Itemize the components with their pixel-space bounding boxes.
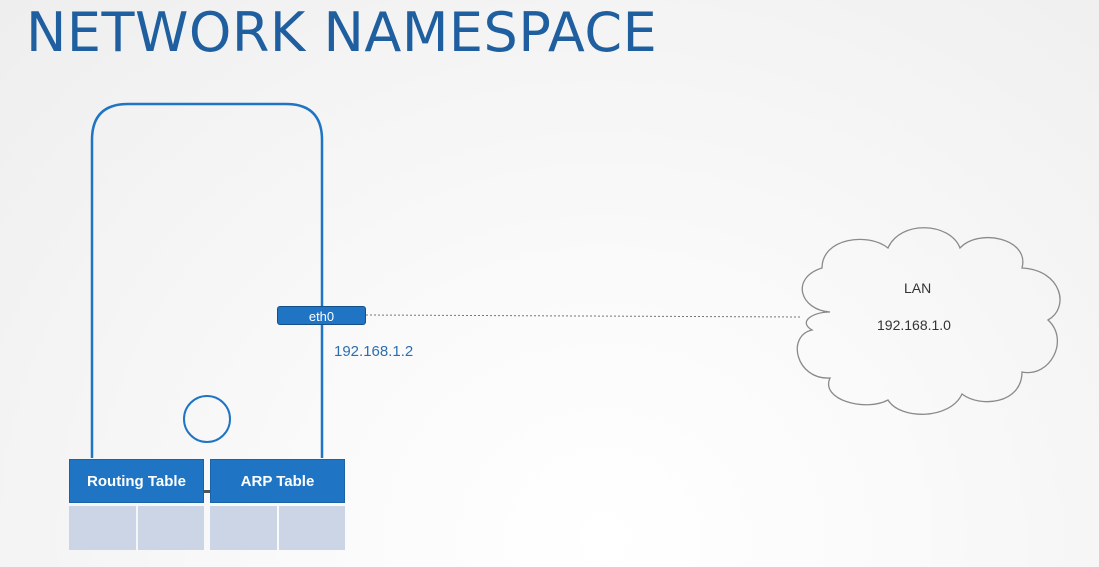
table-joiner [204,490,210,493]
host-ip-address: 192.168.1.2 [334,343,414,360]
lan-ip-address: 192.168.1.0 [877,317,951,333]
arp-table-cell [210,506,277,550]
arp-table-cell [278,506,345,550]
routing-table[interactable]: Routing Table [69,459,204,550]
routing-table-cell [69,506,136,550]
routing-table-rows [69,506,204,550]
page-title: NETWORK NAMESPACE [26,1,658,64]
host-outline [90,102,324,458]
eth0-interface[interactable]: eth0 [277,306,366,325]
arp-table[interactable]: ARP Table [210,459,345,550]
routing-table-cell [137,506,204,550]
arp-table-rows [210,506,345,550]
link-line [365,314,801,318]
arp-table-header: ARP Table [210,459,345,503]
routing-table-header: Routing Table [69,459,204,503]
namespace-circle [183,395,231,443]
lan-label: LAN [904,280,932,296]
lan-cloud [796,227,1061,415]
